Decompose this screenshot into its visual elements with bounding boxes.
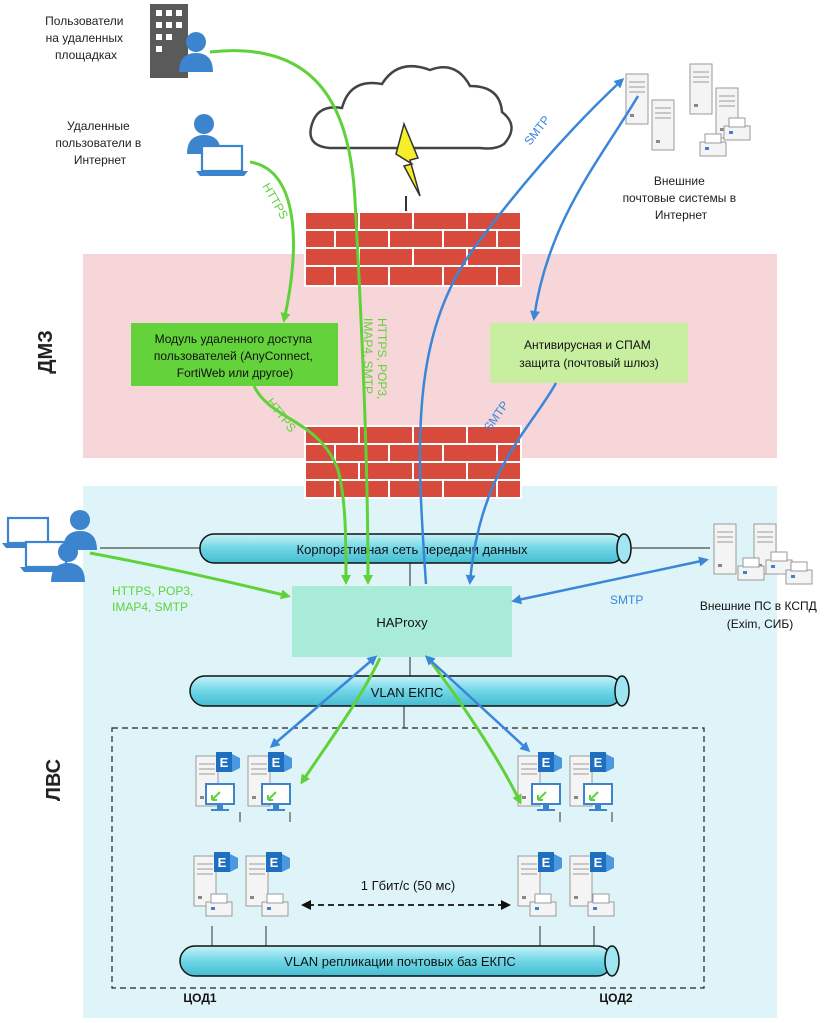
laptop-icon	[194, 144, 250, 178]
corporate-network-label: Корпоративная сеть передачи данных	[297, 542, 528, 557]
corporate-network-pipe	[199, 533, 632, 564]
external-ps-label: Внешние ПС в КСПД (Exim, СИБ)	[700, 599, 820, 631]
replication-link-label: 1 Гбит/с (50 мс)	[361, 878, 455, 893]
label-protocols-vertical: HTTPS, POP3, IMAP4, SMTP	[361, 318, 389, 403]
lan-label: ЛВС	[43, 759, 65, 801]
arrow-haproxy-dc1-blue	[269, 655, 378, 748]
label-smtp-ps: SMTP	[610, 593, 643, 607]
external-mail-label: Внешние почтовые системы в Интернет	[623, 174, 740, 222]
server-vlan-links	[211, 926, 595, 946]
arrow-module-to-haproxy	[252, 385, 351, 585]
vlan-ekps-label: VLAN ЕКПС	[371, 685, 444, 700]
antivirus-spam-box	[490, 323, 688, 383]
arrow-antivirus-to-haproxy	[465, 382, 558, 585]
vlan-replication-pipe	[179, 945, 620, 977]
dc2-cas-servers	[517, 752, 614, 822]
remote-access-module	[131, 323, 338, 386]
datacenters-area	[111, 727, 705, 989]
antivirus-spam-label: Антивирусная и СПАМ защита (почтовый шлю…	[519, 338, 658, 370]
haproxy-box	[292, 586, 512, 657]
arrow-remote-sites-to-haproxy	[209, 49, 373, 585]
haproxy-label: HAProxy	[376, 615, 428, 630]
lan-users-icon	[0, 510, 97, 582]
internet-users-label: Удаленные пользователи в Интернет	[55, 119, 144, 167]
dc1-label: ЦОД1	[183, 991, 216, 1005]
label-https-internet: HTTPS	[259, 181, 291, 222]
arrow-haproxy-external-mail	[418, 77, 625, 585]
remote-access-module-label: Модуль удаленного доступа пользователей …	[154, 332, 316, 380]
dc1-cas-servers	[195, 752, 292, 822]
dmz-label: ДМЗ	[35, 330, 57, 373]
vlan-replication-label: VLAN репликации почтовых баз ЕКПС	[284, 954, 516, 969]
lightning-icon	[395, 121, 421, 212]
arrow-external-mail-to-antivirus	[530, 95, 640, 321]
server-icon	[625, 63, 751, 157]
label-smtp-internet: SMTP	[521, 113, 553, 148]
remote-sites-label: Пользователи на удаленных площадках	[45, 14, 127, 62]
dc2-label: ЦОД2	[599, 991, 632, 1005]
arrow-haproxy-dc2-blue	[424, 655, 531, 753]
arrow-internet-users-to-module	[249, 160, 295, 323]
cloud-icon	[309, 65, 513, 150]
firewall-lower	[304, 425, 522, 499]
arrow-lan-users-to-haproxy	[89, 551, 291, 600]
arrow-haproxy-external-ps	[511, 556, 709, 605]
label-protocols-lan: HTTPS, POP3, IMAP4, SMTP	[112, 584, 197, 614]
firewall-upper	[304, 211, 522, 287]
